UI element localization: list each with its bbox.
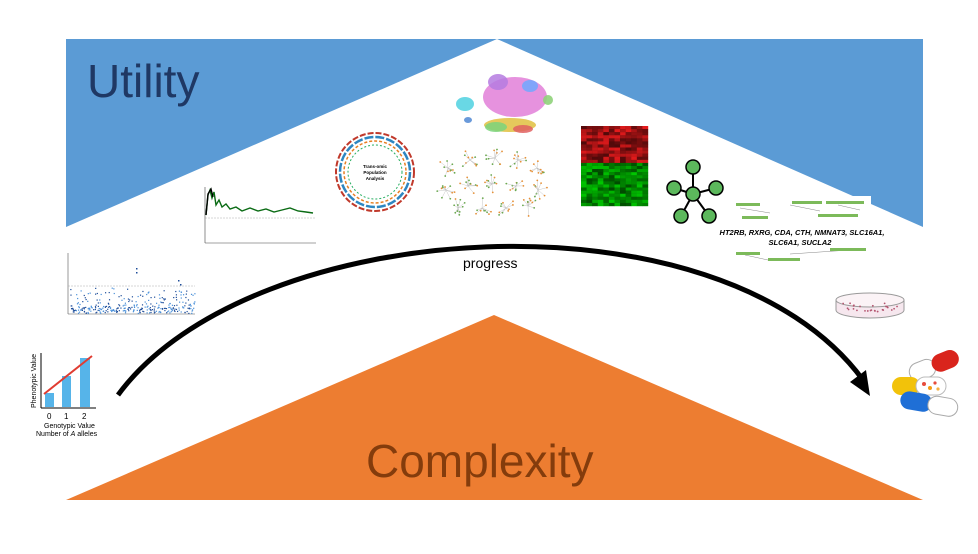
petri-dish-icon: [835, 292, 905, 319]
utility-band: [66, 39, 923, 227]
circos-line3: Analysis: [366, 176, 385, 181]
regression-inset: 0 1 2 Phenotypic Value Genotypic Value N…: [31, 353, 98, 438]
threshold-curve-icon: [188, 183, 318, 247]
manhattan-plot-icon: [65, 252, 197, 316]
regression-tick-1: 1: [64, 412, 69, 421]
heatmap-icon: [581, 126, 649, 207]
complexity-triangle: [66, 315, 923, 500]
regression-bar-2: [80, 358, 90, 407]
regression-bar-0: [45, 393, 54, 407]
capsules-icon: [892, 350, 959, 417]
regression-fit-line: [43, 355, 93, 395]
progress-label: progress: [463, 255, 517, 271]
star-network-icon: [666, 159, 724, 224]
gene-list-line1: HT2RB, RXRG, CDA, CTH, NMNAT3, SLC16A1,: [720, 228, 885, 237]
circos-line1: Trans-omic: [363, 164, 388, 169]
progress-arrowhead: [850, 370, 870, 396]
regression-ylabel: Phenotypic Value: [31, 354, 38, 408]
network-graph-icon: [436, 148, 548, 217]
tsne-scatter-icon: [456, 74, 553, 133]
utility-label: Utility: [87, 55, 199, 107]
regression-bar-1: [62, 376, 71, 407]
complexity-label: Complexity: [366, 435, 594, 487]
circos-plot-icon: Trans-omic Population Analysis: [334, 131, 416, 213]
regression-tick-0: 0: [47, 412, 52, 421]
gene-list-line2: SLC6A1, SUCLA2: [769, 238, 833, 247]
progress-arrow: [115, 243, 866, 397]
regression-xlabel-2: Number of A alleles: [36, 431, 98, 438]
gene-pathway-inset: HT2RB, RXRG, CDA, CTH, NMNAT3, SLC16A1, …: [720, 196, 885, 261]
circos-line2: Population: [363, 170, 386, 175]
regression-tick-2: 2: [82, 412, 87, 421]
regression-xlabel-1: Genotypic Value: [44, 423, 95, 430]
